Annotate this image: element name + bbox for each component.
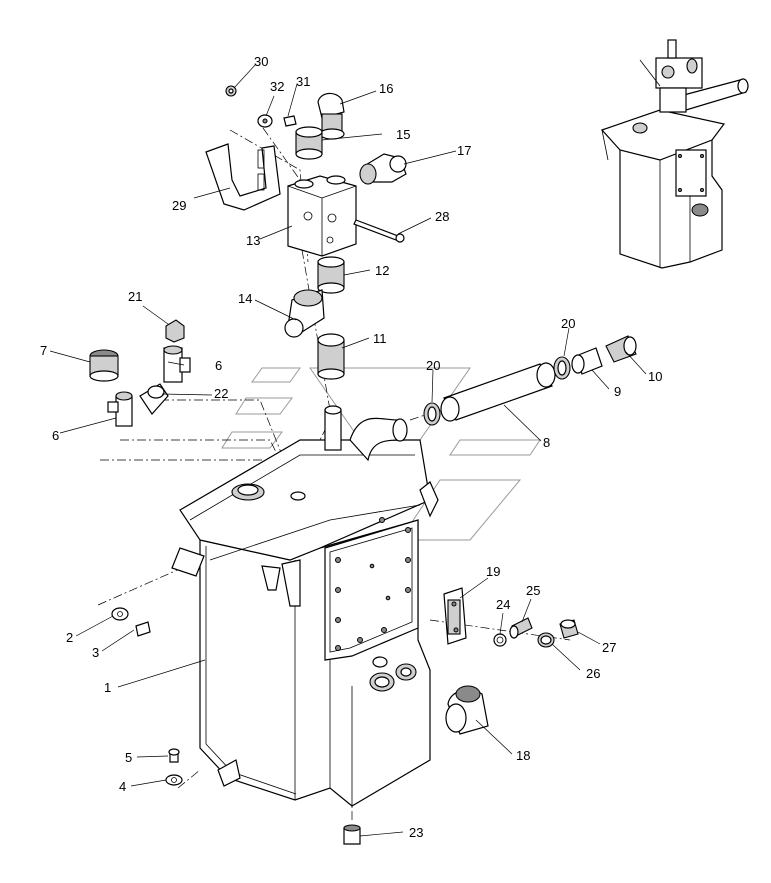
callout-23: 23 [409, 825, 423, 840]
callout-6-upper: 6 [215, 358, 222, 373]
hose-fittings-top [284, 92, 407, 380]
callout-30: 30 [254, 54, 268, 69]
callout-4: 4 [119, 779, 126, 794]
callout-1: 1 [104, 680, 111, 695]
callout-3: 3 [92, 645, 99, 660]
callout-13: 13 [246, 233, 260, 248]
callout-32: 32 [270, 79, 284, 94]
callout-8: 8 [543, 435, 550, 450]
callout-31: 31 [296, 74, 310, 89]
drain-elbow [445, 685, 489, 735]
callout-17: 17 [457, 143, 471, 158]
callout-5: 5 [125, 750, 132, 765]
hydraulic-tank [171, 405, 439, 807]
callout-12: 12 [375, 263, 389, 278]
callout-20-left: 20 [426, 358, 440, 373]
right-fittings [493, 617, 579, 648]
callout-27: 27 [602, 640, 616, 655]
callout-21: 21 [128, 289, 142, 304]
callout-25: 25 [526, 583, 540, 598]
callout-24: 24 [496, 597, 510, 612]
left-fittings [89, 319, 191, 427]
callout-labels: 1 2 3 4 5 6 6 7 8 9 10 11 12 13 14 15 16… [40, 54, 662, 840]
callout-2: 2 [66, 630, 73, 645]
callout-14: 14 [238, 291, 252, 306]
tank-overview-inset [600, 39, 749, 269]
callout-19: 19 [486, 564, 500, 579]
callout-16: 16 [379, 81, 393, 96]
callout-15: 15 [396, 127, 410, 142]
callout-10: 10 [648, 369, 662, 384]
mounting-bracket [205, 143, 281, 211]
return-hose [423, 335, 637, 426]
callout-11: 11 [373, 331, 387, 346]
callout-26: 26 [586, 666, 600, 681]
callout-7: 7 [40, 343, 47, 358]
callout-9: 9 [614, 384, 621, 399]
small-fasteners-left [111, 607, 361, 845]
callout-20-right: 20 [561, 316, 575, 331]
callout-22: 22 [214, 386, 228, 401]
leader-lines [49, 63, 647, 837]
small-fasteners-top [225, 85, 297, 128]
callout-6-lower: 6 [52, 428, 59, 443]
valve-block [287, 175, 357, 257]
callout-18: 18 [516, 748, 530, 763]
sight-glass [443, 587, 467, 645]
callout-29: 29 [172, 198, 186, 213]
callout-28: 28 [435, 209, 449, 224]
